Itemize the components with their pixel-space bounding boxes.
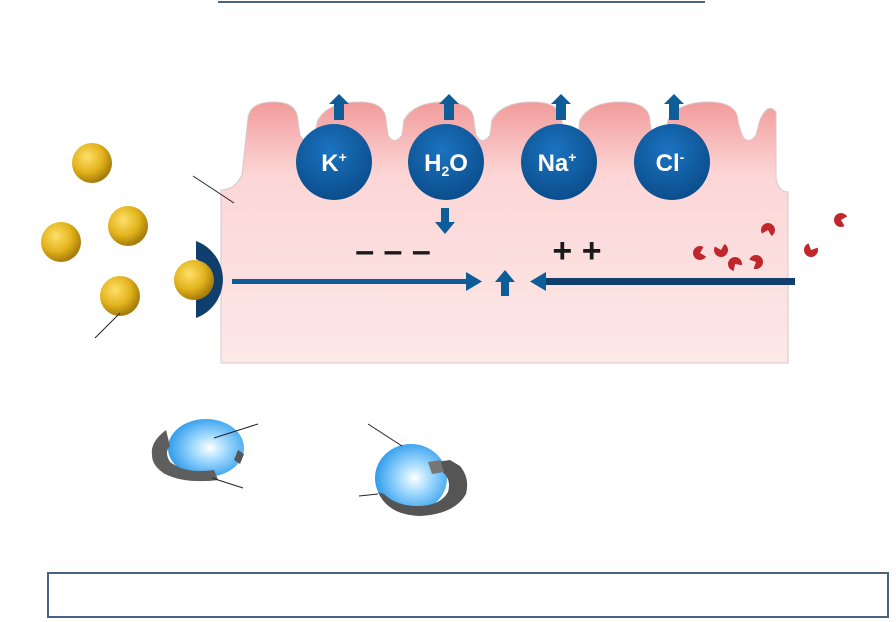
up-arrow-icon bbox=[439, 94, 459, 120]
particle bbox=[728, 257, 742, 271]
particle bbox=[834, 213, 848, 227]
ion-k-charge: + bbox=[339, 149, 347, 165]
positive-charges: + + bbox=[552, 232, 601, 270]
ion-na-charge: + bbox=[568, 149, 576, 165]
bound-ligand bbox=[174, 260, 214, 300]
ligand bbox=[41, 222, 81, 262]
svg-text:H2O: H2O bbox=[424, 150, 468, 179]
up-arrow-icon bbox=[329, 94, 349, 120]
up-arrow-icon bbox=[495, 270, 515, 296]
left-arrow-icon bbox=[530, 272, 795, 291]
leader-line bbox=[358, 493, 379, 497]
ion-h2o-sub: 2 bbox=[441, 163, 449, 179]
ion-h2o-o: O bbox=[449, 150, 468, 177]
particle bbox=[761, 223, 775, 237]
ligand-cluster bbox=[41, 143, 214, 316]
ion-cl: Cl- bbox=[634, 94, 710, 200]
capsule-left bbox=[151, 419, 244, 482]
capsule-right bbox=[375, 444, 468, 516]
right-arrow-icon bbox=[232, 272, 482, 291]
svg-text:Na+: Na+ bbox=[538, 149, 577, 177]
negative-charges: – – – bbox=[355, 232, 431, 270]
down-arrow-icon bbox=[435, 208, 455, 234]
ligand bbox=[108, 206, 148, 246]
leader-line bbox=[94, 312, 121, 339]
ion-na-symbol: Na bbox=[538, 150, 569, 177]
particle bbox=[693, 246, 707, 260]
leader-line bbox=[367, 423, 403, 447]
ligand bbox=[72, 143, 112, 183]
svg-text:Cl-: Cl- bbox=[656, 149, 685, 177]
ion-cl-symbol: Cl bbox=[656, 150, 680, 177]
ion-k: K+ bbox=[296, 94, 372, 200]
svg-text:K+: K+ bbox=[321, 149, 347, 177]
particle bbox=[749, 255, 763, 269]
leader-line bbox=[211, 477, 244, 489]
ligand bbox=[100, 276, 140, 316]
particle bbox=[804, 243, 818, 257]
ion-na: Na+ bbox=[521, 94, 597, 200]
leader-line bbox=[192, 175, 235, 204]
ion-k-symbol: K bbox=[321, 150, 339, 177]
particle bbox=[714, 243, 728, 257]
ion-h2o: H2O bbox=[408, 94, 484, 200]
ion-cl-charge: - bbox=[680, 149, 685, 165]
caption-box bbox=[47, 572, 889, 618]
ion-h2o-h: H bbox=[424, 150, 441, 177]
leader-line bbox=[213, 423, 259, 439]
red-particles bbox=[693, 213, 848, 271]
title-rule bbox=[218, 1, 705, 3]
up-arrow-icon bbox=[664, 94, 684, 120]
up-arrow-icon bbox=[551, 94, 571, 120]
